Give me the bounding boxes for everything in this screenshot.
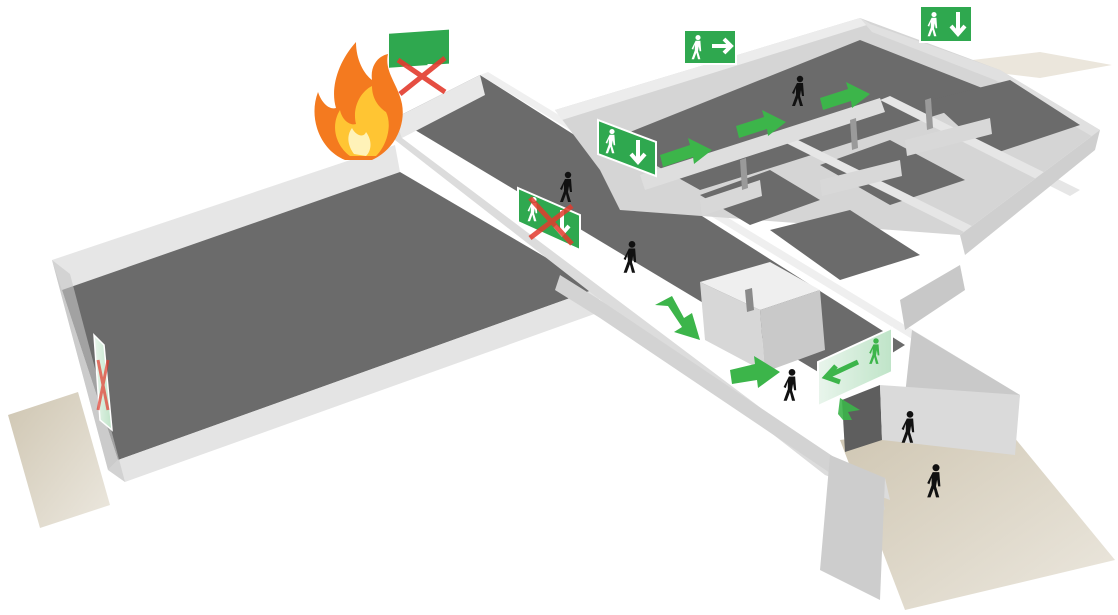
upper-wing: [555, 18, 1100, 330]
arrow-4: [655, 296, 700, 340]
person-4: [783, 368, 797, 401]
arrow-5: [730, 356, 780, 388]
arrow-1: [660, 138, 712, 167]
arrow-6: [838, 398, 860, 420]
sign-corridor-entry: [597, 118, 657, 178]
arrow-3: [820, 82, 870, 110]
sign-left-wall: [93, 333, 113, 432]
sign-corridor-blocked: [517, 186, 581, 252]
sign-exit-main: [817, 326, 893, 408]
arrow-2: [736, 110, 786, 138]
exit-doorway: [842, 385, 882, 452]
evacuation-arrows: [655, 82, 870, 420]
exit-ground-left: [8, 392, 110, 528]
left-room: [52, 145, 600, 482]
small-room: [700, 262, 825, 372]
exit-wall: [880, 385, 1020, 455]
fire-icon: [314, 42, 403, 160]
sign-top-right: [919, 5, 973, 43]
exit-signs: [93, 5, 973, 432]
sign-fire-blocked: [387, 27, 451, 96]
exit-ground-top: [930, 52, 1112, 78]
exit-ground-right: [840, 420, 1115, 610]
sign-top-middle: [683, 29, 737, 65]
